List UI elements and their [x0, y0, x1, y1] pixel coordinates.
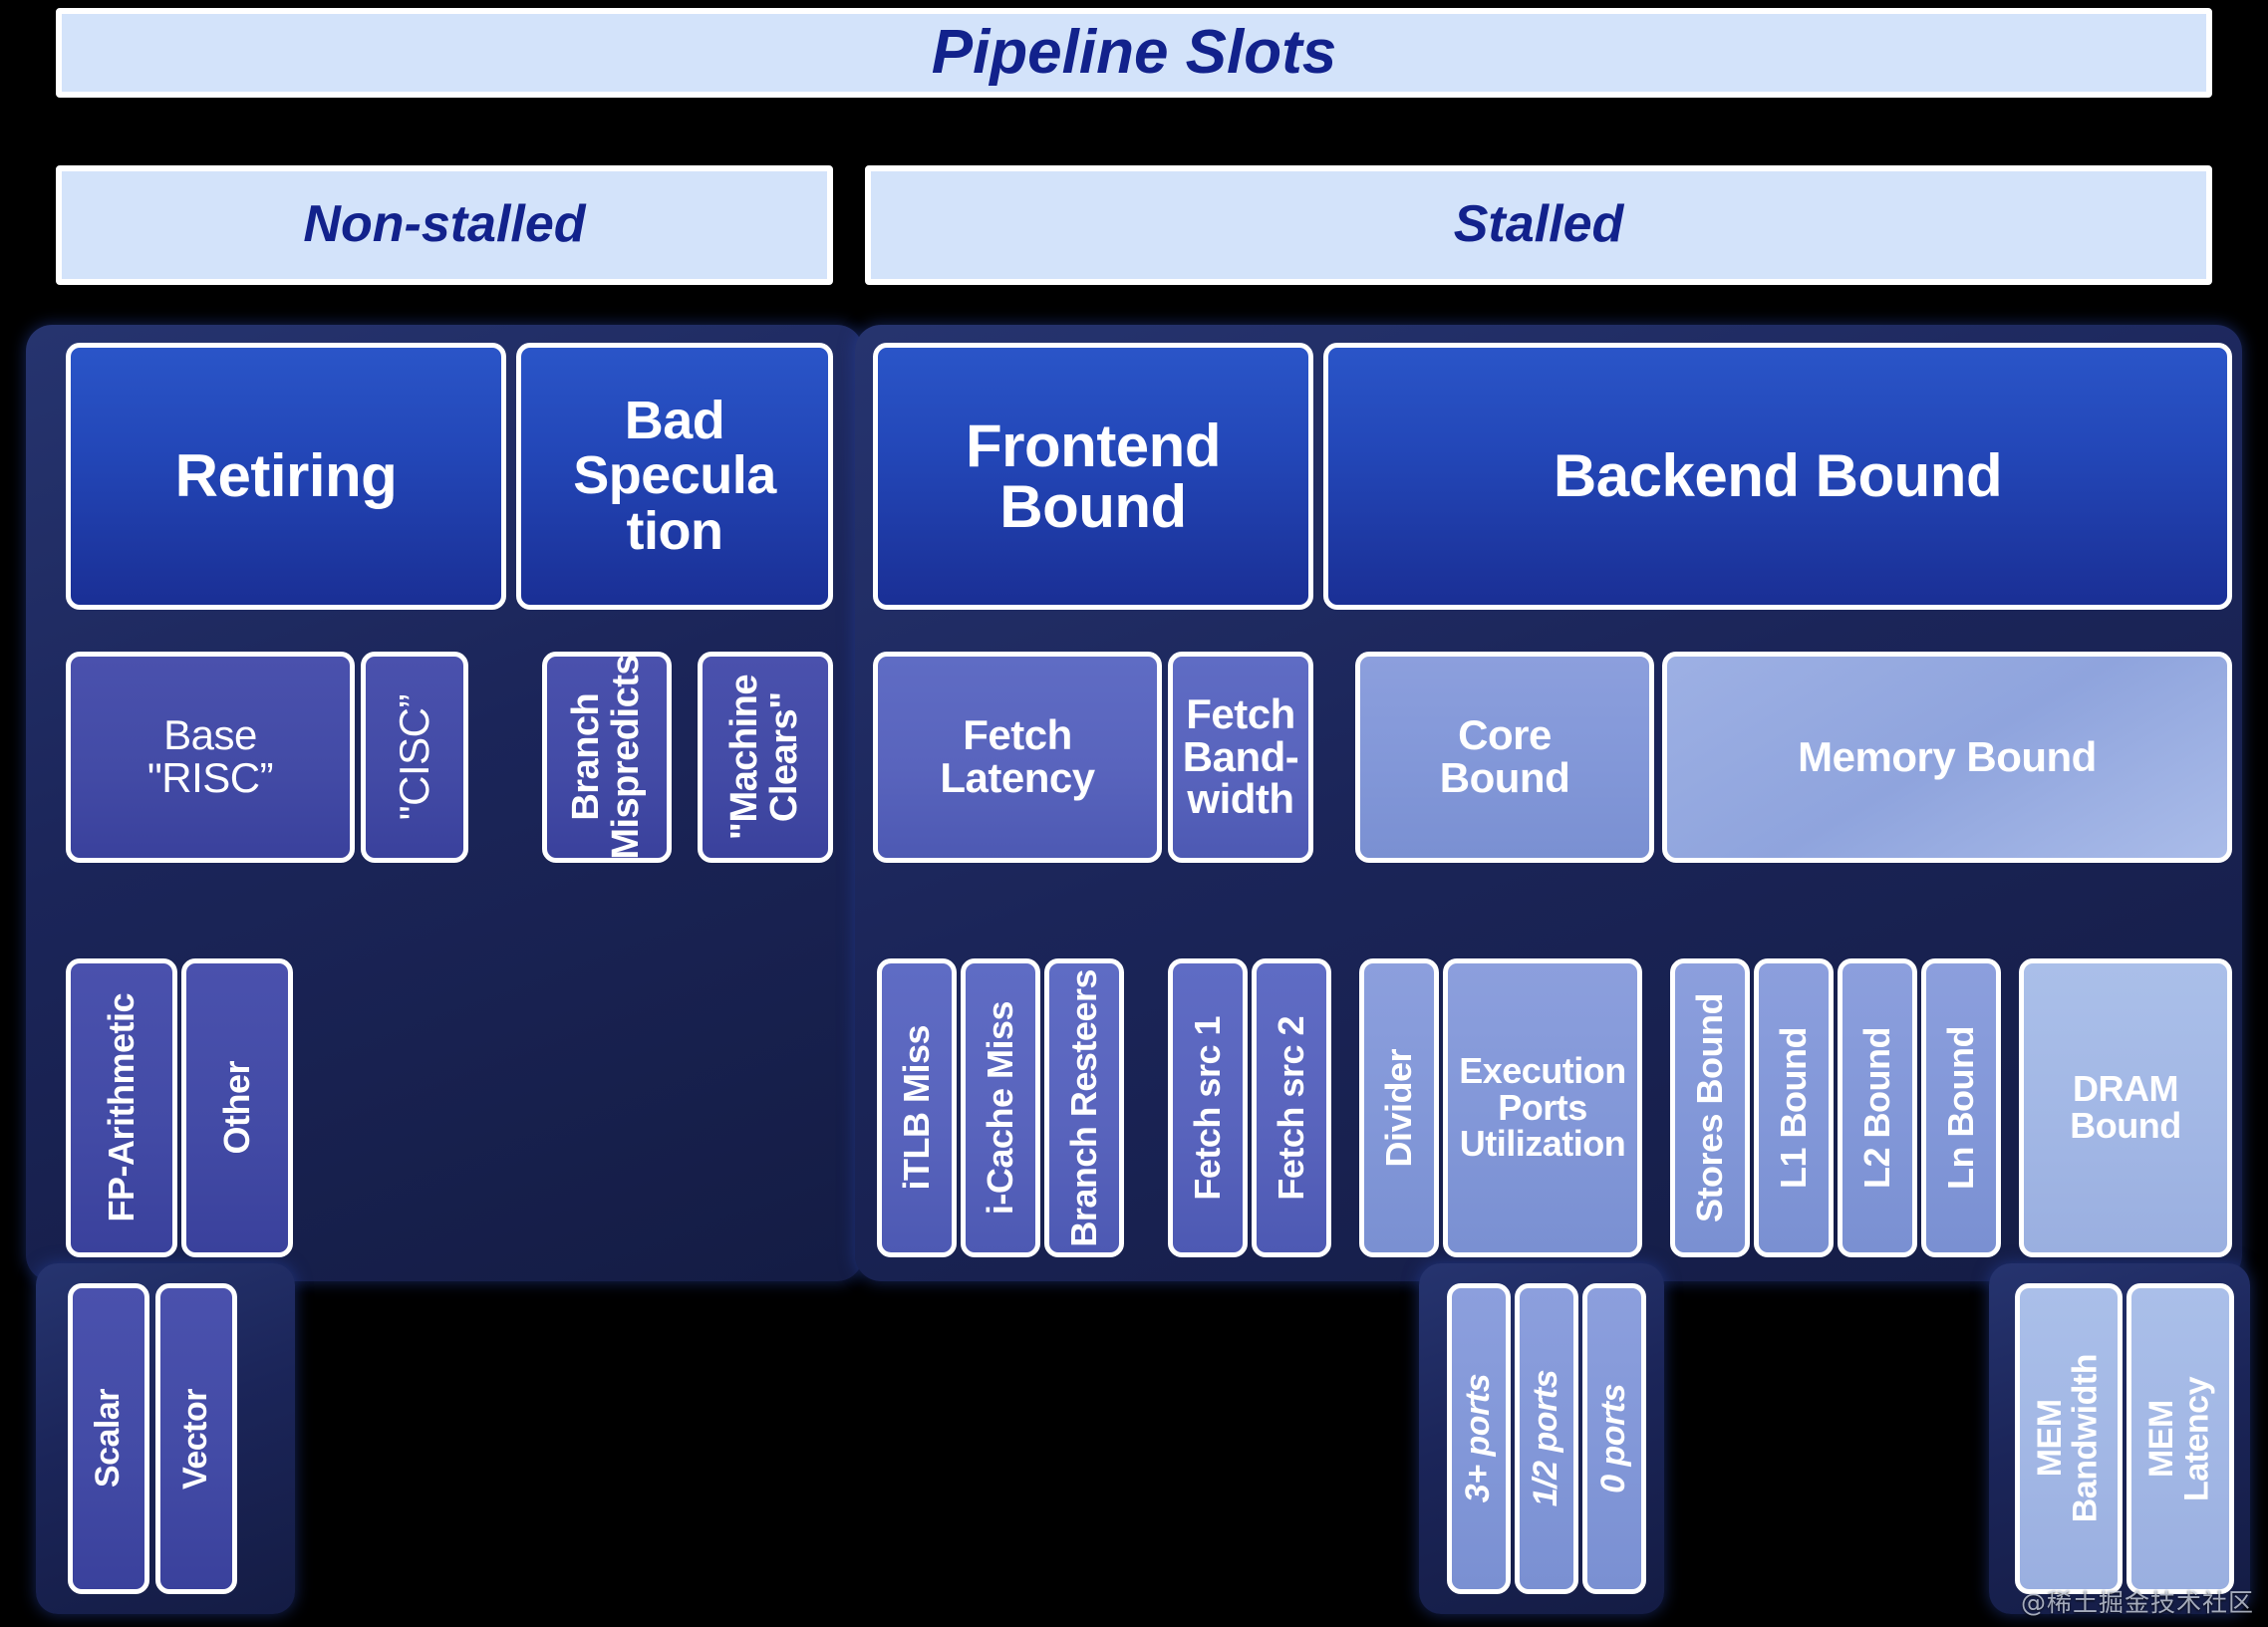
node-stalled: Stalled — [865, 165, 2212, 285]
node-label: Execution Ports Utilization — [1459, 1049, 1626, 1165]
node-label: Fetch src 2 — [1271, 1015, 1312, 1201]
node-fetch-src-1[interactable]: Fetch src 1 — [1168, 958, 1248, 1257]
node-label: Backend Bound — [1553, 442, 2003, 510]
node-label: 3+ ports — [1459, 1374, 1498, 1503]
node-execution-ports-utilization[interactable]: Execution Ports Utilization — [1443, 958, 1642, 1257]
node-label: L2 Bound — [1856, 1027, 1898, 1189]
node-cisc[interactable]: "CISC” — [361, 652, 468, 863]
node-vector[interactable]: Vector — [155, 1283, 237, 1594]
watermark: @稀土掘金技术社区 — [2020, 1588, 2254, 1617]
node-label: Frontend Bound — [966, 411, 1221, 540]
node-label: i-Cache Miss — [980, 1000, 1021, 1216]
node-label: Scalar — [89, 1389, 128, 1489]
node-branch-resteers[interactable]: Branch Resteers — [1044, 958, 1124, 1257]
node-memory-bound[interactable]: Memory Bound — [1662, 652, 2232, 863]
node-label: Base "RISC” — [146, 711, 274, 801]
node-mem-latency[interactable]: MEM Latency — [2126, 1283, 2234, 1594]
node-label: Pipeline Slots — [931, 18, 1337, 88]
node-l2-bound[interactable]: L2 Bound — [1838, 958, 1917, 1257]
node-other[interactable]: Other — [181, 958, 293, 1257]
node-label: 0 ports — [1594, 1384, 1633, 1493]
node-label: Retiring — [174, 442, 398, 510]
node-frontend-bound[interactable]: Frontend Bound — [873, 343, 1313, 610]
node-fetch-bandwidth[interactable]: Fetch Band- width — [1168, 652, 1313, 863]
node-label: Vector — [176, 1388, 215, 1490]
node-label: 1/2 ports — [1527, 1370, 1565, 1507]
node-label: L1 Bound — [1773, 1027, 1815, 1189]
node-fetch-src-2[interactable]: Fetch src 2 — [1252, 958, 1331, 1257]
node-scalar[interactable]: Scalar — [68, 1283, 149, 1594]
node-label: "CISC” — [390, 693, 437, 821]
node-label: Ln Bound — [1940, 1026, 1982, 1190]
node-branch-mispredicts[interactable]: Branch Mispredicts — [542, 652, 672, 863]
node-label: Memory Bound — [1798, 732, 2097, 780]
node-label: Stores Bound — [1689, 992, 1731, 1222]
node-label: Stalled — [1453, 195, 1624, 254]
node-divider[interactable]: Divider — [1359, 958, 1439, 1257]
node-label: "Machine Clears" — [723, 674, 805, 841]
node-l1-bound[interactable]: L1 Bound — [1754, 958, 1834, 1257]
node-label: Branch Resteers — [1063, 968, 1105, 1247]
node-label: Fetch Band- width — [1182, 689, 1299, 823]
node-label: MEM Bandwidth — [2031, 1354, 2105, 1523]
node-label: Branch Mispredicts — [565, 655, 647, 860]
node-label: iTLB Miss — [896, 1025, 938, 1191]
node-dram-bound[interactable]: DRAM Bound — [2019, 958, 2232, 1257]
node-label: DRAM Bound — [2070, 1068, 2181, 1146]
node-label: Fetch src 1 — [1187, 1015, 1229, 1201]
node-fp-arithmetic[interactable]: FP-Arithmetic — [66, 958, 177, 1257]
node-label: FP-Arithmetic — [101, 993, 142, 1222]
node-mem-bandwidth[interactable]: MEM Bandwidth — [2015, 1283, 2123, 1594]
node-backend-bound[interactable]: Backend Bound — [1323, 343, 2232, 610]
node-itlb-miss[interactable]: iTLB Miss — [877, 958, 957, 1257]
node-3-plus-ports[interactable]: 3+ ports — [1447, 1283, 1511, 1594]
node-core-bound[interactable]: Core Bound — [1355, 652, 1654, 863]
node-label: Non-stalled — [303, 195, 586, 254]
node-stores-bound[interactable]: Stores Bound — [1670, 958, 1750, 1257]
node-label: Divider — [1378, 1048, 1420, 1168]
node-non-stalled: Non-stalled — [56, 165, 833, 285]
node-fetch-latency[interactable]: Fetch Latency — [873, 652, 1162, 863]
node-bad-speculation[interactable]: Bad Specula tion — [516, 343, 833, 610]
node-machine-clears[interactable]: "Machine Clears" — [698, 652, 833, 863]
node-icache-miss[interactable]: i-Cache Miss — [961, 958, 1040, 1257]
node-0-ports[interactable]: 0 ports — [1582, 1283, 1646, 1594]
node-base-risc[interactable]: Base "RISC” — [66, 652, 355, 863]
node-pipeline-slots: Pipeline Slots — [56, 8, 2212, 98]
node-retiring[interactable]: Retiring — [66, 343, 506, 610]
node-label: Core Bound — [1439, 711, 1570, 801]
node-label: Fetch Latency — [940, 711, 1095, 801]
node-label: Bad Specula tion — [573, 391, 776, 561]
node-ln-bound[interactable]: Ln Bound — [1921, 958, 2001, 1257]
node-label: MEM Latency — [2142, 1376, 2216, 1501]
node-label: Other — [216, 1061, 258, 1155]
node-1-2-ports[interactable]: 1/2 ports — [1515, 1283, 1578, 1594]
